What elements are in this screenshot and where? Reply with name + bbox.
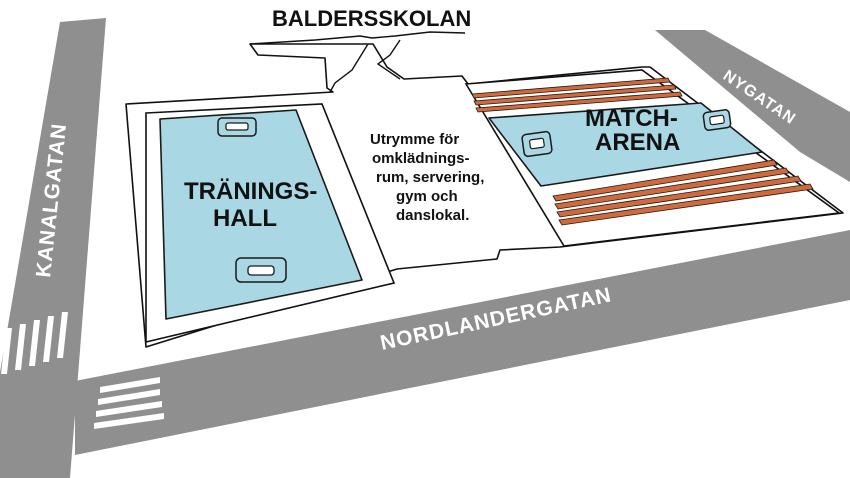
match-arena: MATCH- ARENA bbox=[464, 69, 842, 247]
balderskolan-boundary bbox=[249, 31, 466, 45]
facilities-note-line5: danslokal. bbox=[396, 207, 469, 224]
match-arena-goal-left bbox=[521, 130, 553, 158]
training-hall-label-line1: TRÄNINGS- bbox=[184, 178, 317, 205]
site-crack-line bbox=[329, 43, 369, 93]
match-arena-court bbox=[488, 102, 763, 187]
training-hall-label-line2: HALL bbox=[213, 205, 277, 232]
kanalgatan-road bbox=[0, 18, 106, 478]
crosswalk-kanalgatan bbox=[1, 312, 68, 374]
crosswalk-nordlandergatan bbox=[94, 377, 164, 429]
training-hall-goal-bottom bbox=[235, 257, 287, 283]
stands-top bbox=[471, 77, 683, 113]
facilities-note-line2: omklädnings- bbox=[372, 150, 470, 167]
training-hall: TRÄNINGS- HALL bbox=[145, 103, 396, 344]
site-crack-line-2 bbox=[376, 39, 401, 80]
training-hall-court bbox=[159, 109, 363, 320]
training-hall-goal-top bbox=[217, 117, 257, 137]
facilities-note: Utrymme för omklädnings- rum, servering,… bbox=[370, 131, 484, 224]
facilities-note-line1: Utrymme för bbox=[370, 131, 459, 148]
match-arena-label-line1: MATCH- bbox=[585, 105, 678, 132]
nygatan-road bbox=[655, 30, 850, 182]
balderskolan-label: BALDERSSKOLAN bbox=[272, 6, 471, 31]
roads bbox=[0, 18, 850, 478]
facilities-note-line3: rum, servering, bbox=[376, 169, 484, 186]
match-arena-label-line2: ARENA bbox=[595, 129, 680, 156]
stands-bottom bbox=[552, 159, 814, 226]
facilities-note-line4: gym och bbox=[396, 188, 458, 205]
match-arena-goal-right bbox=[702, 109, 732, 131]
nordlandergatan-road bbox=[75, 230, 850, 455]
